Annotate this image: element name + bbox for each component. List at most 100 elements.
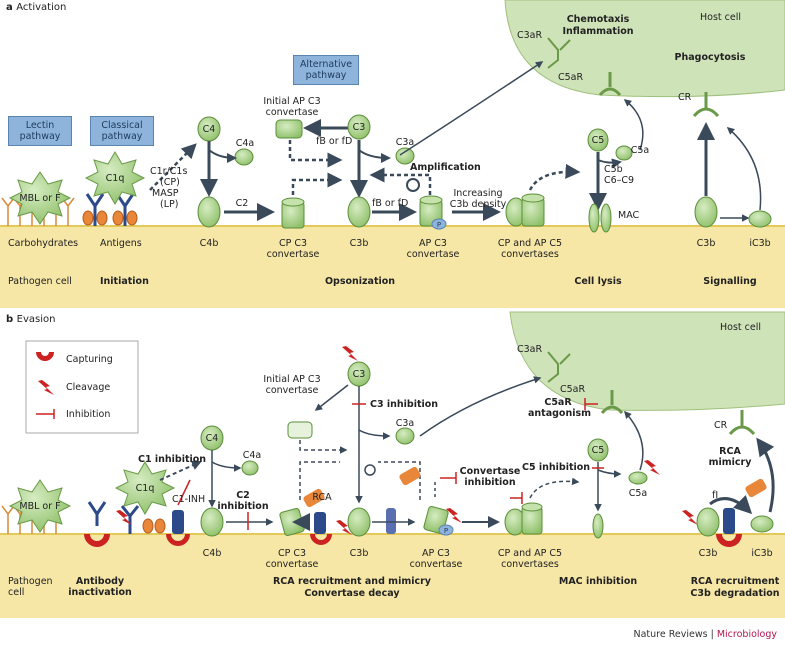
c4b-protein <box>197 196 221 228</box>
pathogen-membrane-b <box>0 534 785 618</box>
c2-label: C2 <box>235 198 249 209</box>
fi-label: fI <box>712 490 719 501</box>
amplification-label: Amplification <box>410 162 481 173</box>
c4b-label-b: C4b <box>202 548 222 559</box>
c5ar-receptor <box>598 72 622 97</box>
ap-c3-convertase-label-b: AP C3 convertase <box>409 548 463 570</box>
classical-pathway-box: Classical pathway <box>90 116 154 146</box>
pathogen-cell-label-b: Pathogen cell <box>8 576 53 598</box>
initial-ap-label: Initial AP C3 convertase <box>263 96 321 118</box>
cp-c3-convertase <box>281 197 305 229</box>
c3-label: C3 <box>352 122 366 133</box>
c4-label-b: C4 <box>205 433 219 444</box>
c3ar-label-b: C3aR <box>517 344 543 355</box>
initial-ap-c3-convertase <box>275 119 303 139</box>
c5ar-label-a: C5aR <box>558 72 584 83</box>
c5ar-antagonism-label: C5aR antagonism <box>528 397 592 419</box>
ap-c3-convertase <box>419 195 447 230</box>
ic3b-label-b: iC3b <box>751 548 773 559</box>
c5-label-b: C5 <box>591 445 605 456</box>
mbl-label-b: MBL or F <box>19 501 61 512</box>
convertase-decay-label: Convertase decay <box>304 588 400 599</box>
cr-receptor-a <box>692 92 720 118</box>
legend-inhibition: Inhibition <box>66 409 111 420</box>
phagocytosis-label: Phagocytosis <box>674 52 746 63</box>
c4a-label-b: C4a <box>242 450 262 461</box>
opsonization-label: Opsonization <box>324 276 396 287</box>
inflammation-label: Inflammation <box>562 26 634 37</box>
legend-capturing: Capturing <box>66 354 113 365</box>
c3a-protein-b <box>395 427 415 445</box>
ap-c3-convertase-b <box>423 505 454 536</box>
panel-b: P <box>0 311 785 618</box>
c3b-protein <box>347 196 371 228</box>
initial-ap-c3-convertase-b <box>287 421 313 439</box>
c3b-right-protein <box>694 196 718 228</box>
c3-label-b: C3 <box>352 369 366 380</box>
publisher-label: Nature Reviews <box>633 629 708 640</box>
c5ar-receptor-b <box>600 390 624 415</box>
antigens-label: Antigens <box>100 238 142 249</box>
c5ar-label-b: C5aR <box>560 384 586 395</box>
c5-protein <box>587 128 609 152</box>
cp-label: (CP) <box>160 177 180 188</box>
c4a-protein <box>234 148 254 166</box>
c3ar-label-a: C3aR <box>517 30 543 41</box>
mac-inhibition-label: MAC inhibition <box>558 576 638 587</box>
pathogen-cell-label-a: Pathogen cell <box>8 276 72 287</box>
c1r-c1s-label: C1r/C1s <box>150 166 188 177</box>
cr-receptor-b <box>728 410 756 436</box>
c3b-right-protein-b <box>696 507 720 537</box>
legend-cleavage: Cleavage <box>66 382 111 393</box>
antibody-icon <box>85 193 135 226</box>
initial-ap-label-b: Initial AP C3 convertase <box>263 374 321 396</box>
antibody-capture-icon <box>84 534 110 547</box>
increasing-density-label: Increasing C3b density <box>449 188 507 210</box>
c3b-label-b: C3b <box>349 548 369 559</box>
cp-c3-convertase-label: CP C3 convertase <box>266 238 320 260</box>
c4b-protein-b <box>200 507 224 537</box>
initiation-label: Initiation <box>100 276 149 287</box>
phosphate-label-a: P <box>437 221 441 229</box>
c5-convertase-b <box>504 502 543 536</box>
c5a-protein <box>615 145 633 161</box>
panel-a: P <box>0 0 785 308</box>
ap-c3-convertase-label: AP C3 convertase <box>406 238 460 260</box>
mbl-icon <box>8 171 72 225</box>
fb-fd-label-2: fB or fD <box>372 198 409 209</box>
panel-b-title: b Evasion <box>6 314 56 325</box>
c1q-label-b: C1q <box>135 483 155 494</box>
cell-lysis-label: Cell lysis <box>574 276 622 287</box>
c5-convertases-label-b: CP and AP C5 convertases <box>497 548 563 570</box>
lectin-pathway-box: Lectin pathway <box>8 116 72 146</box>
signalling-label: Signalling <box>703 276 757 287</box>
c1q-icon <box>84 151 146 205</box>
c5-protein-b <box>587 438 609 462</box>
c4a-protein-b <box>241 460 259 476</box>
panel-a-title: a Activation <box>6 2 67 13</box>
c3b-label: C3b <box>349 238 369 249</box>
host-cell-b <box>509 311 785 411</box>
masp-label: MASP <box>152 188 179 199</box>
c3ar-receptor-b <box>547 351 571 383</box>
c5-convertases-label: CP and AP C5 convertases <box>497 238 563 260</box>
c5a-protein-b <box>628 471 648 485</box>
c3a-label-b: C3a <box>395 418 415 429</box>
c3b-degradation-label: C3b degradation <box>690 588 780 599</box>
c3b-right-label: C3b <box>696 238 716 249</box>
c6-c9-label: C6–C9 <box>604 175 635 186</box>
c2-inhibition-label: C2 inhibition <box>217 490 269 512</box>
rca-recruitment-label: RCA recruitment <box>690 576 780 587</box>
c1-inh-icon <box>166 510 190 546</box>
mbl-icon-b <box>8 479 72 533</box>
ic3b-label: iC3b <box>749 238 771 249</box>
rca-recruitment-mimicry-label: RCA recruitment and mimicry <box>272 576 432 587</box>
c5a-label: C5a <box>630 145 650 156</box>
fb-fd-label-1: fB or fD <box>316 136 353 147</box>
c5-convertase <box>505 193 545 227</box>
rca-icon <box>303 488 325 508</box>
c3-inhibition-label: C3 inhibition <box>370 399 439 410</box>
c3a-protein <box>395 147 415 165</box>
host-cell-label-a: Host cell <box>700 12 741 23</box>
